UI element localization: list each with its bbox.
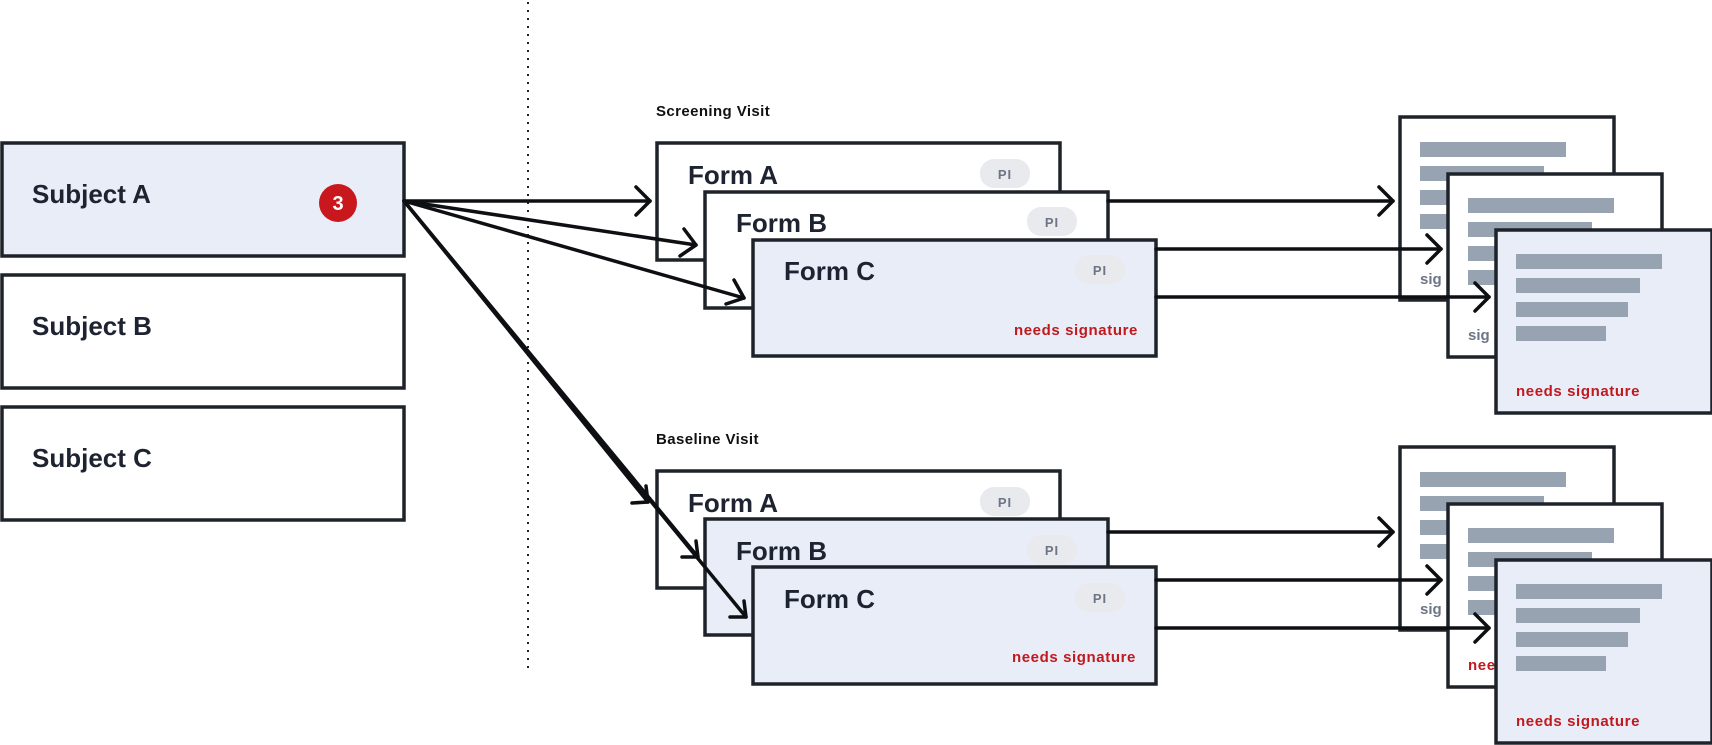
- subject-label: Subject B: [32, 311, 152, 341]
- count-badge-text: 3: [332, 193, 343, 215]
- subject-card-a[interactable]: Subject A 3: [0, 141, 406, 258]
- connector-arrow: [402, 199, 698, 258]
- document-footer: sig: [1420, 601, 1442, 618]
- form-card-c[interactable]: Form C PI needs signature: [751, 238, 1158, 358]
- connector-arrow: [1154, 233, 1443, 265]
- role-pill: PI: [998, 167, 1012, 182]
- form-label: Form A: [688, 488, 778, 518]
- subject-label: Subject A: [32, 179, 151, 209]
- status-text: needs signature: [1014, 322, 1138, 339]
- role-pill: PI: [1093, 591, 1107, 606]
- connector-arrow: [402, 199, 748, 619]
- form-label: Form B: [736, 536, 827, 566]
- connector-arrow: [1154, 612, 1491, 644]
- connector-arrow: [402, 199, 746, 306]
- visit-label-baseline: Baseline Visit: [656, 431, 759, 448]
- document-footer: nee: [1468, 657, 1496, 674]
- document-footer: sig: [1420, 271, 1442, 288]
- connector-arrow: [1154, 564, 1443, 596]
- role-pill: PI: [998, 495, 1012, 510]
- form-label: Form C: [784, 256, 875, 286]
- subject-label: Subject C: [32, 443, 152, 473]
- status-text: needs signature: [1012, 649, 1136, 666]
- document-card[interactable]: needs signature: [1494, 228, 1712, 415]
- connector-arrow: [1106, 516, 1395, 548]
- form-card-c[interactable]: Form C PI needs signature: [751, 565, 1158, 686]
- count-badge: 3: [319, 184, 357, 222]
- role-pill: PI: [1045, 215, 1059, 230]
- connector-arrow: [402, 185, 652, 217]
- document-footer: needs signature: [1516, 383, 1640, 400]
- connector-arrow: [1154, 281, 1491, 313]
- subject-card-c[interactable]: Subject C: [0, 405, 406, 522]
- form-label: Form C: [784, 584, 875, 614]
- subject-card-b[interactable]: Subject B: [0, 273, 406, 390]
- form-label: Form A: [688, 160, 778, 190]
- form-label: Form B: [736, 208, 827, 238]
- document-card[interactable]: needs signature: [1494, 558, 1712, 745]
- role-pill: PI: [1093, 263, 1107, 278]
- visit-label-screening: Screening Visit: [656, 103, 770, 120]
- document-footer: needs signature: [1516, 713, 1640, 730]
- role-pill: PI: [1045, 543, 1059, 558]
- connector-arrow: [1106, 185, 1395, 217]
- document-footer: sig: [1468, 327, 1490, 344]
